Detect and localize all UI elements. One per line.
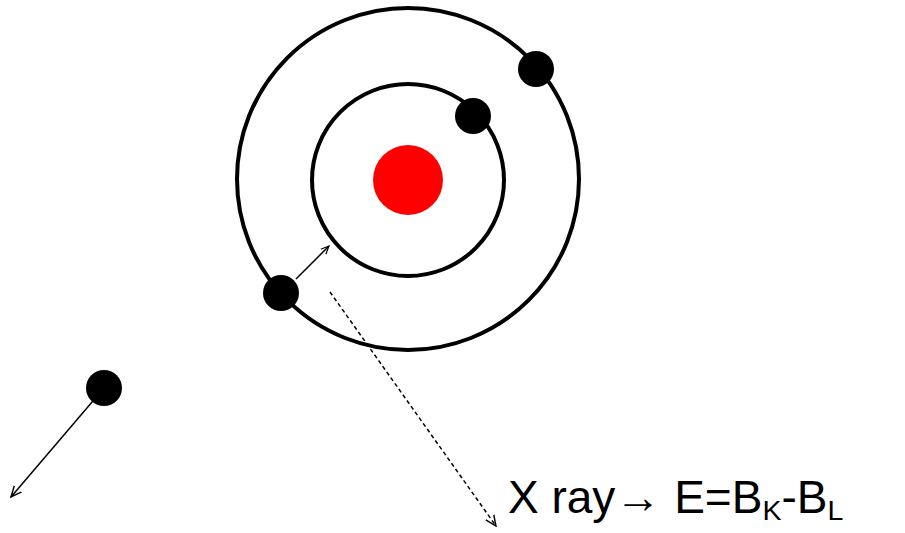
- formula-label: -B: [781, 471, 827, 523]
- ejection-arrow: [11, 388, 104, 497]
- transition-arrow: [296, 246, 329, 279]
- x-ray-arrow: [330, 292, 496, 526]
- subscript-label: K: [762, 494, 781, 526]
- nucleus: [373, 145, 443, 215]
- l-shell: [237, 8, 579, 350]
- transition-electron: [263, 275, 299, 311]
- k-electron: [455, 98, 491, 134]
- l-electron: [518, 51, 554, 87]
- subscript-label: L: [827, 494, 843, 526]
- x-ray-formula: X ray→ E=BK-BL: [508, 474, 843, 525]
- k-shell: [312, 84, 504, 276]
- formula-label: X ray→ E=B: [508, 471, 762, 523]
